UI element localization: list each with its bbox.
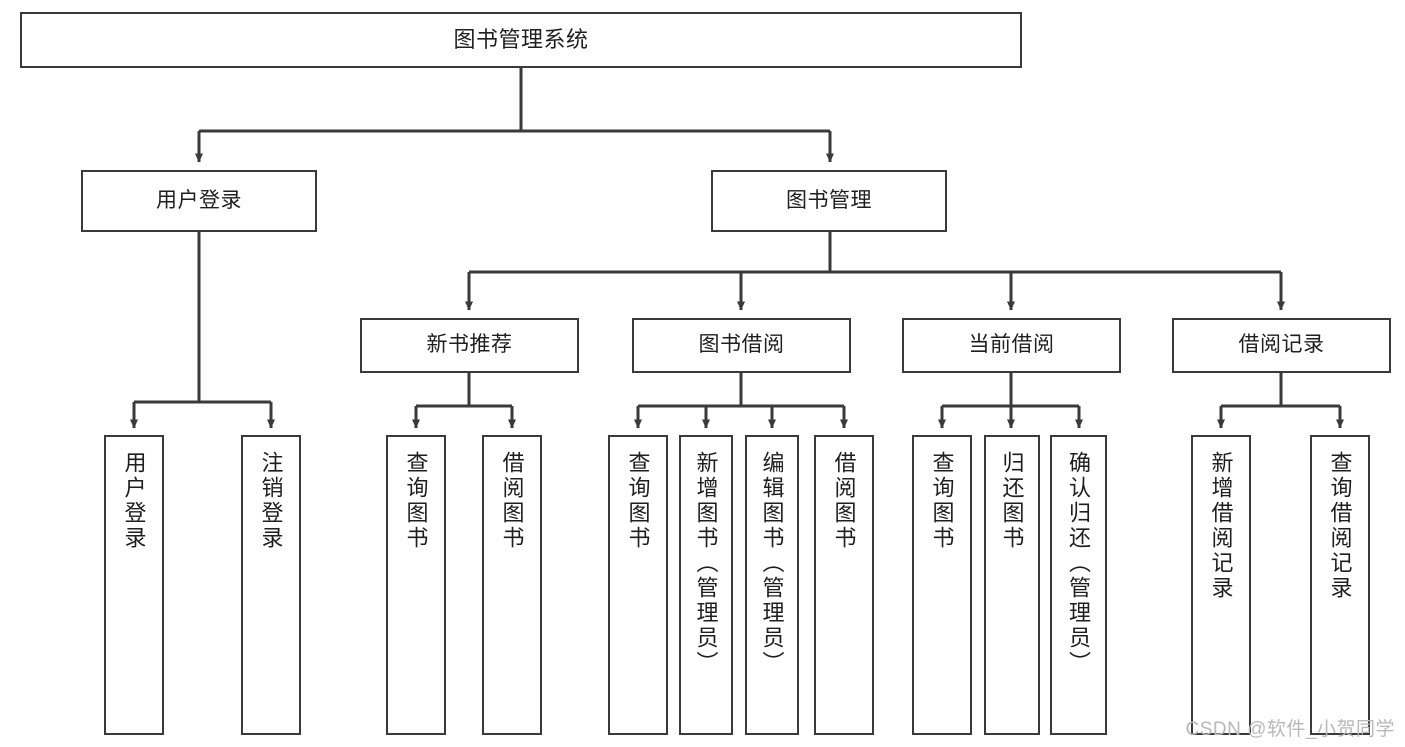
node-new-book-recommend-label: 新书推荐: [426, 333, 513, 357]
node-book-borrow-label: 图书借阅: [698, 333, 785, 357]
node-root-label: 图书管理系统: [453, 27, 589, 53]
node-user-login[interactable]: 用户登录: [81, 170, 317, 232]
node-book-management[interactable]: 图书管理: [711, 170, 947, 232]
leaf-logout[interactable]: 注销登录: [241, 435, 301, 735]
node-user-login-label: 用户登录: [156, 188, 242, 212]
watermark: CSDN @软件_小贺同学: [1185, 719, 1395, 740]
leaf-query-book-current[interactable]: 查询图书: [912, 435, 972, 735]
leaf-borrow-book-recommend-label: 借阅图书: [499, 451, 525, 551]
leaf-query-book-recommend-label: 查询图书: [403, 451, 429, 551]
leaf-user-login-label: 用户登录: [121, 451, 147, 551]
node-book-management-label: 图书管理: [786, 188, 872, 212]
leaf-edit-book-admin-label: 编辑图书（管理员）: [759, 451, 785, 676]
leaf-query-book-current-label: 查询图书: [929, 451, 955, 551]
leaf-user-login[interactable]: 用户登录: [104, 435, 164, 735]
leaf-return-book[interactable]: 归还图书: [984, 435, 1040, 735]
node-current-borrow-label: 当前借阅: [968, 333, 1055, 357]
leaf-confirm-return-admin-label: 确认归还（管理员）: [1066, 451, 1092, 676]
leaf-return-book-label: 归还图书: [999, 451, 1025, 551]
leaf-query-borrow-record[interactable]: 查询借阅记录: [1310, 435, 1370, 735]
leaf-borrow-book-label: 借阅图书: [831, 451, 857, 551]
leaf-edit-book-admin[interactable]: 编辑图书（管理员）: [745, 435, 799, 735]
leaf-query-borrow-record-label: 查询借阅记录: [1327, 451, 1353, 601]
node-new-book-recommend[interactable]: 新书推荐: [360, 318, 579, 373]
node-current-borrow[interactable]: 当前借阅: [902, 318, 1121, 373]
leaf-add-book-admin[interactable]: 新增图书（管理员）: [679, 435, 733, 735]
leaf-query-book-recommend[interactable]: 查询图书: [386, 435, 446, 735]
node-root[interactable]: 图书管理系统: [20, 12, 1022, 68]
leaf-add-borrow-record-label: 新增借阅记录: [1208, 451, 1234, 601]
leaf-query-book-borrow[interactable]: 查询图书: [608, 435, 668, 735]
leaf-borrow-book-recommend[interactable]: 借阅图书: [482, 435, 542, 735]
node-borrow-records-label: 借阅记录: [1238, 333, 1325, 357]
leaf-add-borrow-record[interactable]: 新增借阅记录: [1191, 435, 1251, 735]
leaf-borrow-book[interactable]: 借阅图书: [814, 435, 874, 735]
leaf-add-book-admin-label: 新增图书（管理员）: [693, 451, 719, 676]
leaf-confirm-return-admin[interactable]: 确认归还（管理员）: [1050, 435, 1107, 735]
node-borrow-records[interactable]: 借阅记录: [1172, 318, 1391, 373]
node-book-borrow[interactable]: 图书借阅: [632, 318, 851, 373]
leaf-logout-label: 注销登录: [258, 451, 284, 551]
leaf-query-book-borrow-label: 查询图书: [625, 451, 651, 551]
